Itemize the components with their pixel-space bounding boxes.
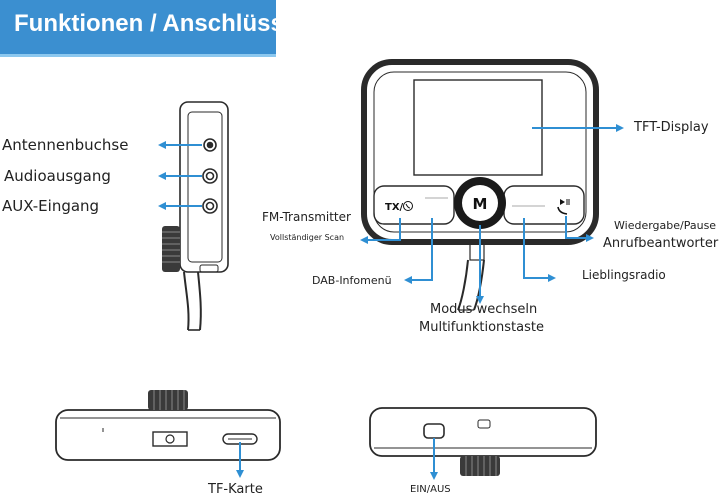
label-full-scan: Vollständiger Scan [270,233,345,242]
power-switch[interactable] [423,423,445,439]
label-aux-in: AUX-Eingang [2,197,100,215]
label-call-answer: Anrufbeantworter [603,236,719,251]
bottom-right-knob [460,456,500,476]
antenna-jack-port [203,138,217,152]
callout-arrows [158,124,624,480]
label-antenna-jack: Antennenbuchse [2,136,129,154]
side-view-device [179,101,229,331]
left-key-label: TX/ [385,202,404,213]
label-tft-display: TFT-Display [634,120,709,135]
label-tf-card: TF-Karte [208,482,263,497]
bottom-switch[interactable] [152,431,188,447]
label-power: EIN/AUS [410,484,451,495]
mode-button[interactable] [454,177,506,229]
title-banner: Funktionen / Anschlüsse [0,0,297,57]
mode-button-label: M [473,195,488,213]
key-fine-print [425,197,545,207]
call-icon [557,206,568,215]
side-knob [162,226,180,272]
left-key[interactable] [373,185,455,225]
aux-in-port [202,198,218,214]
bottom-view-right [369,407,597,457]
label-play-pause: Wiedergabe/Pause [614,219,717,232]
label-fm-transmitter: FM-Transmitter [262,210,351,224]
label-audio-out: Audioausgang [4,167,111,185]
page-title: Funktionen / Anschlüsse [14,10,298,37]
label-multifunction-key: Multifunktionstaste [419,320,544,335]
label-favorite-radio: Lieblingsradio [582,268,666,282]
label-mode-switch: Modus wechseln [430,302,538,317]
tft-display-screen [413,79,543,176]
bottom-view-left [55,409,281,461]
label-dab-info-menu: DAB-Infomenü [312,274,392,287]
phone-icon [403,201,413,211]
audio-out-port [202,168,218,184]
play-pause-icon [560,199,570,205]
right-key[interactable] [503,185,585,225]
bottom-knob [148,390,188,410]
